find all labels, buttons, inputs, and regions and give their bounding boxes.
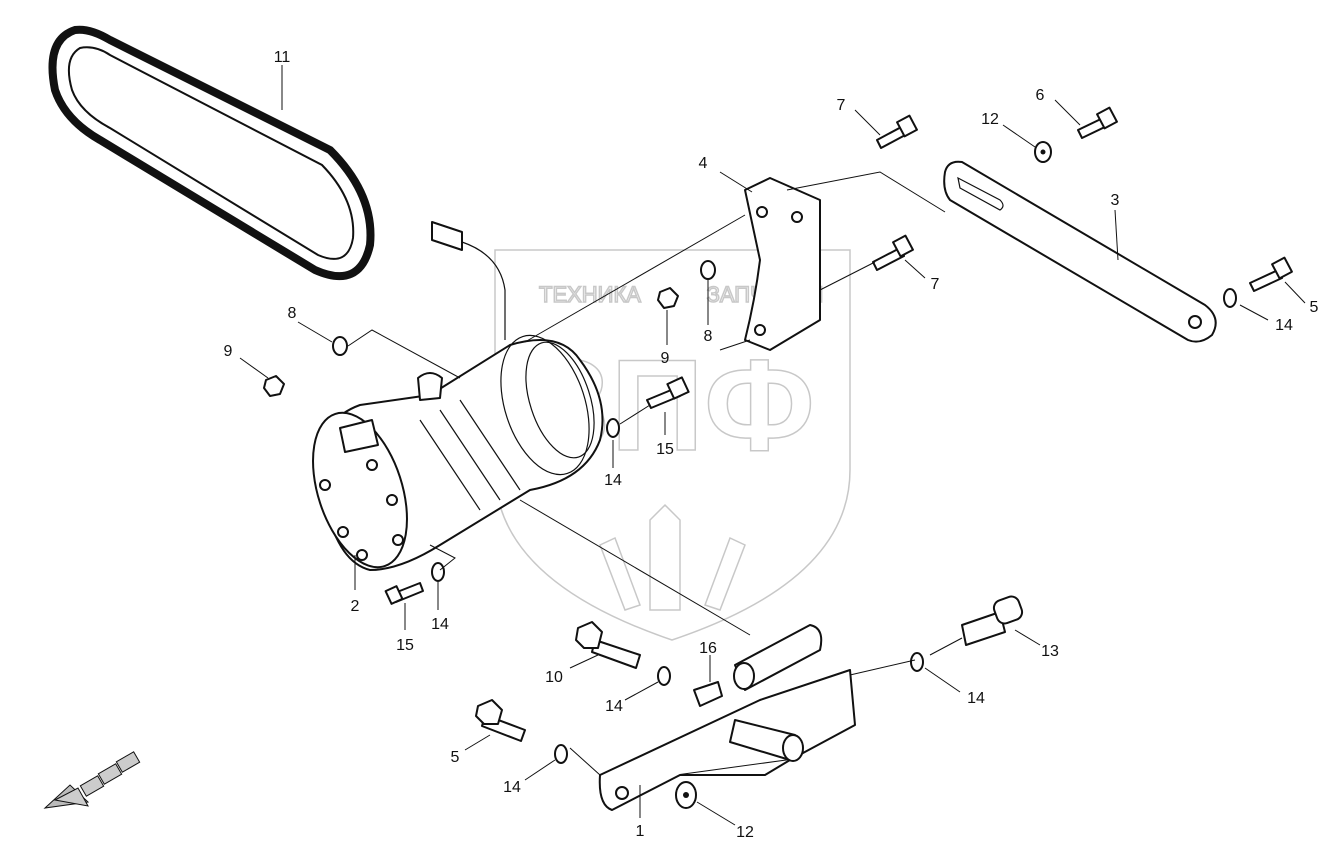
callout-14-lower-right: 14 [967,690,985,707]
mounting-bracket [744,177,821,351]
callout-2: 2 [351,598,360,615]
direction-arrow-icon [43,751,141,809]
callout-15-center: 15 [656,441,674,458]
callout-14-bottom: 14 [503,779,521,796]
callout-3: 3 [1111,192,1120,209]
callout-labels: 11 7 4 12 6 3 7 5 14 8 9 8 9 15 14 2 14 … [224,49,1319,841]
callout-6: 6 [1036,87,1045,104]
callout-9-center: 9 [661,350,670,367]
callout-14-center: 14 [604,472,622,489]
lower-bracket [598,624,856,811]
callout-4: 4 [699,155,708,172]
callout-15-lower-left: 15 [396,637,414,654]
callout-8-left: 8 [288,305,297,322]
adjusting-strap [943,160,1217,343]
callout-8-center: 8 [704,328,713,345]
callout-14-mid: 14 [605,698,623,715]
callout-5-right: 5 [1310,299,1319,316]
callout-10: 10 [545,669,563,686]
callout-7-mid: 7 [931,276,940,293]
fasteners [263,106,1293,809]
electrical-connector [431,221,506,340]
callout-5-bottom: 5 [451,749,460,766]
callout-9-left: 9 [224,343,233,360]
callout-7-top: 7 [837,97,846,114]
callout-1: 1 [636,823,645,840]
callout-14-lower-left: 14 [431,616,449,633]
leader-lines [239,65,1306,826]
callout-11: 11 [274,49,291,66]
callout-14-right: 14 [1275,317,1293,334]
callout-12-top: 12 [981,111,999,128]
belt [48,25,375,281]
compressor [312,334,604,571]
callout-16: 16 [699,640,717,657]
callout-13: 13 [1041,643,1059,660]
callout-12-bottom: 12 [736,824,754,841]
watermark-text-1: ТЕХНИКА [539,282,641,307]
